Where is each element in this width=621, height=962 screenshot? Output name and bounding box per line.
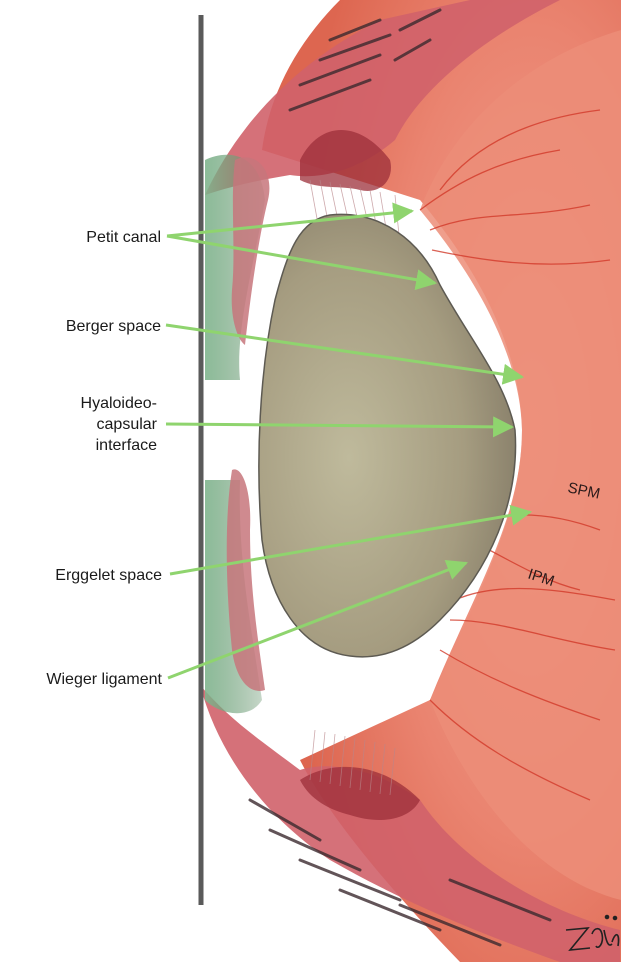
label-wieger-ligament: Wieger ligament bbox=[46, 671, 162, 688]
label-erggelet-space: Erggelet space bbox=[55, 567, 162, 584]
label-berger-space: Berger space bbox=[66, 318, 161, 335]
label-hyaloideo-line3: interface bbox=[96, 437, 157, 454]
label-petit-canal: Petit canal bbox=[86, 229, 161, 246]
label-hyaloideo-line1: Hyaloideo- bbox=[81, 395, 157, 412]
label-hyaloideo-line2: capsular bbox=[97, 416, 158, 433]
